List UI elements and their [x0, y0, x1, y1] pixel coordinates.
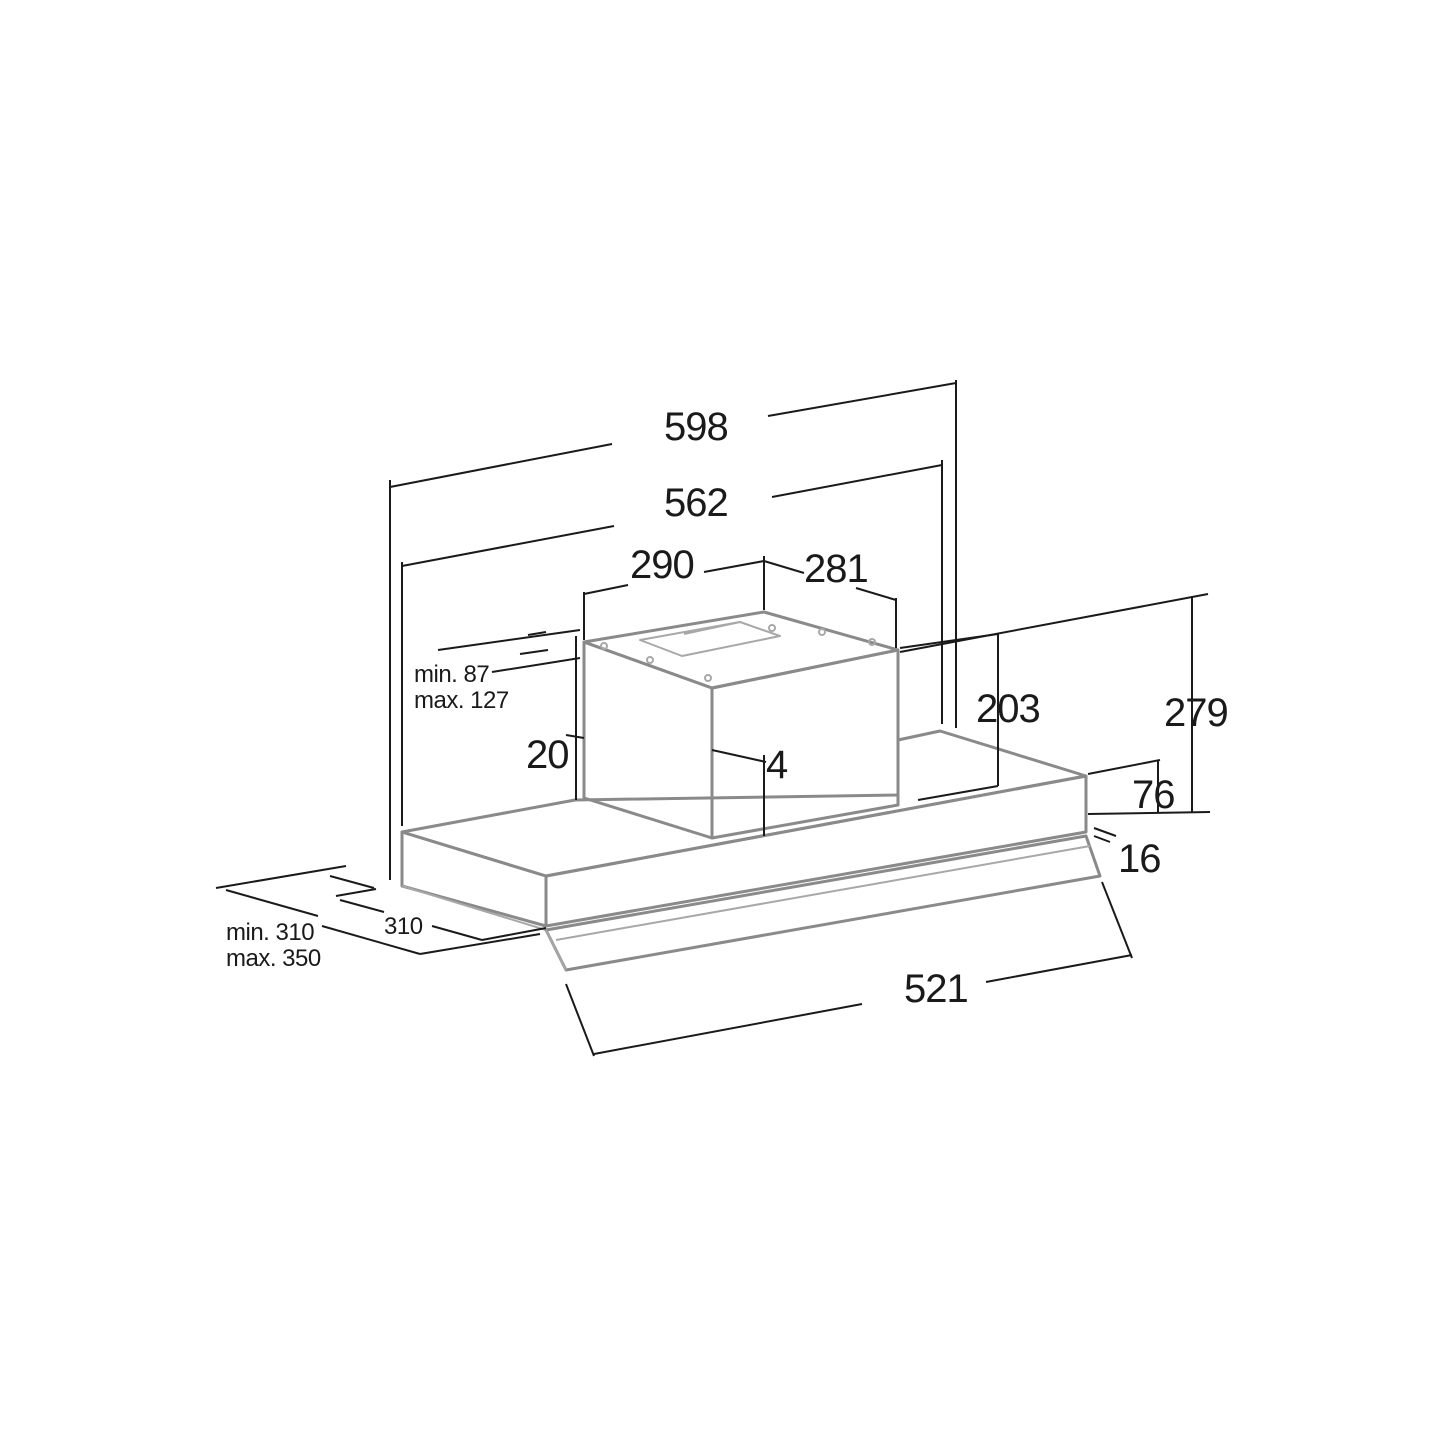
label-281: 281 [804, 547, 868, 591]
chassis-bottom-edge [401, 885, 547, 931]
dim-521-line-left [593, 1003, 863, 1055]
dim-depth-top-ext [215, 865, 347, 889]
dim-203-bottom-ext [917, 785, 999, 801]
label-521: 521 [904, 967, 968, 1011]
dim-521-right-ext [1101, 881, 1133, 959]
telescopic-panel-left [545, 929, 567, 971]
label-598: 598 [664, 405, 728, 449]
telescopic-panel [544, 834, 1102, 972]
hood-outline [400, 610, 1102, 972]
dim-depth-arrow [329, 875, 375, 889]
duct-outlet [639, 621, 781, 657]
dim-16-line-b [1093, 835, 1111, 843]
screw-dot-icon [646, 656, 654, 664]
dim-310-top-ext [335, 888, 377, 897]
dim-521-left-ext [565, 983, 595, 1057]
dim-76-top-ext [1087, 759, 1161, 775]
telescopic-panel-inner [555, 845, 1091, 941]
label-max-350: max. 350 [226, 945, 321, 972]
label-16: 16 [1118, 837, 1161, 881]
dim-20-tick [565, 734, 585, 739]
screw-dot-icon [600, 642, 608, 650]
dim-depth-bottom-ext [419, 933, 541, 955]
dim-598-line-right [767, 382, 957, 417]
label-76: 76 [1132, 773, 1175, 817]
dim-281-line-left [763, 560, 805, 574]
dim-depth-line-left [225, 889, 319, 917]
label-max-127: max. 127 [414, 687, 509, 714]
dim-281-line-right [855, 587, 897, 601]
dim-16-line-a [1093, 827, 1117, 837]
dim-87-line-b [491, 657, 581, 673]
dim-depth-line-right [321, 925, 421, 955]
label-20: 20 [526, 733, 569, 777]
chassis-front-face [400, 830, 548, 928]
dim-310-line-right [431, 925, 483, 941]
dim-310-line-left [339, 899, 385, 913]
label-min-310: min. 310 [226, 919, 314, 946]
label-562: 562 [664, 481, 728, 525]
label-290: 290 [630, 543, 694, 587]
dim-87-line-a [437, 629, 581, 651]
chassis-right-face [544, 774, 1088, 928]
label-310: 310 [384, 913, 423, 940]
label-min-87: min. 87 [414, 661, 489, 688]
motor-box-front [582, 640, 714, 840]
screw-dot-icon [704, 674, 712, 682]
dim-87-tick [527, 631, 547, 636]
screw-dot-icon [868, 638, 876, 646]
dim-310-bottom-ext [481, 927, 547, 941]
dim-598-line-left [389, 443, 613, 488]
dim-562-line-right [771, 464, 943, 498]
dimension-lines [215, 380, 1211, 1057]
dim-290-line-right [703, 560, 765, 573]
dim-521-line-right [985, 954, 1133, 983]
dim-562-line-left [401, 525, 615, 567]
dim-87-tick-b [519, 649, 549, 655]
label-279: 279 [1164, 691, 1228, 735]
label-203: 203 [976, 687, 1040, 731]
motor-box-right [710, 648, 900, 840]
duct-outlet-inner [683, 621, 741, 635]
dimension-labels: 598 562 290 281 min. 87 max. 127 20 4 20… [226, 405, 1229, 1011]
label-4: 4 [766, 743, 788, 787]
dim-279-top-ext [899, 593, 1209, 653]
dim-4-leader [711, 749, 767, 763]
dim-290-line-left [583, 584, 629, 595]
screw-dot-icon [768, 624, 776, 632]
screw-dot-icon [818, 628, 826, 636]
dim-279-bottom-ext [1087, 811, 1211, 815]
